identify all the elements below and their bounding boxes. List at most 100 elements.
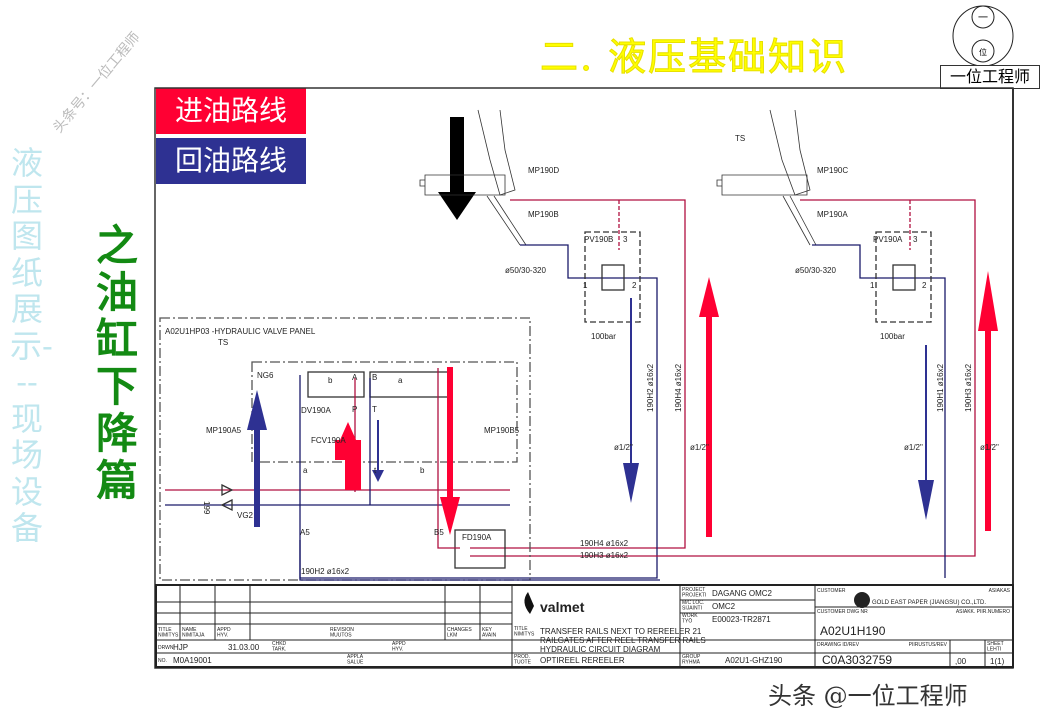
line-label: 190H4 ø16x2 — [580, 539, 629, 548]
line-label: 190H3 ø16x2 — [964, 363, 973, 412]
label: M/C LOC.SIJAINTI — [682, 600, 704, 612]
group: A02U1-GHZ190 — [725, 656, 783, 665]
logo-icon: 一 位 — [952, 5, 1014, 67]
label: TS — [735, 134, 745, 143]
title-line: HYDRAULIC CIRCUIT DIAGRAM — [540, 645, 661, 654]
sheet: 1(1) — [990, 657, 1005, 666]
label: PIIRUSTUS/REV — [909, 642, 948, 648]
brand-logo: valmet — [540, 599, 585, 615]
return-flow-arrow — [918, 345, 934, 520]
right-cylinder — [716, 109, 817, 246]
inlet-flow-arrow — [335, 422, 361, 490]
label: CUSTOMER DWG NR — [817, 609, 868, 615]
label: 3 — [913, 235, 918, 244]
label: 199 — [202, 501, 211, 515]
label: A — [352, 373, 358, 382]
valve-label: PV190B — [584, 235, 613, 244]
title-block — [155, 584, 1014, 668]
label: TS — [218, 338, 228, 347]
left-cylinder — [419, 109, 527, 246]
line-label: 190H3 ø16x2 — [580, 551, 629, 560]
mc-loc: OMC2 — [712, 602, 736, 611]
inlet-flow-arrow — [699, 277, 719, 537]
inlet-flow-arrow — [978, 271, 998, 531]
line-label: 190H1 ø16x2 — [936, 363, 945, 412]
return-flow-arrow — [247, 390, 267, 527]
label: MP190A5 — [206, 426, 242, 435]
customer-logo-icon — [854, 592, 870, 608]
drawing-id: C0A3032759 — [822, 653, 892, 667]
label: ø1/2" — [980, 443, 999, 452]
project: DAGANG OMC2 — [712, 589, 773, 598]
label: DRAWING ID/REV — [817, 642, 860, 648]
drawing-number: M0A19001 — [173, 656, 212, 665]
return-flow-arrow — [372, 420, 384, 482]
logo-top: 一 — [978, 13, 988, 24]
slide-title: 二. 液压基础知识 — [539, 35, 849, 80]
label: CUSTOMER — [817, 588, 846, 594]
label: MP190D — [528, 166, 559, 175]
panel-label: A02U1HP03 -HYDRAULIC VALVE PANEL — [165, 327, 316, 336]
title-line: RAILGATES AFTER REEL TRANSFER RAILS — [540, 636, 706, 645]
label: MP190B5 — [484, 426, 520, 435]
label: ø50/30-320 — [505, 266, 546, 275]
label: T — [372, 405, 377, 414]
legend-return-line: 回油路线 — [156, 138, 306, 184]
revision: ,00 — [955, 657, 967, 666]
label: ø1/2" — [614, 443, 633, 452]
label: ø1/2" — [904, 443, 923, 452]
label: MP190A — [817, 210, 848, 219]
label: B5 — [434, 528, 444, 537]
label: NG6 — [257, 371, 274, 380]
label: B — [372, 373, 377, 382]
label: MP190B — [528, 210, 559, 219]
side-title: 液压图纸展示---现场设备 — [10, 144, 53, 547]
valve-label: FCV190A — [311, 436, 346, 445]
label: P — [352, 405, 357, 414]
label: ASIAKAS — [989, 588, 1011, 594]
line-label: 190H2 ø16x2 — [646, 363, 655, 412]
valve-label: DV190A — [301, 406, 331, 415]
label: a — [303, 466, 308, 475]
work: E00023-TR2871 — [712, 615, 771, 624]
title-line: TRANSFER RAILS NEXT TO REREELER 21 — [540, 627, 702, 636]
load-down-arrow — [438, 117, 476, 220]
footer-watermark: 头条 @一位工程师 — [768, 682, 968, 710]
customer: GOLD EAST PAPER (JIANGSU) CO.,LTD. — [872, 600, 986, 606]
label: ø1/2" — [690, 443, 709, 452]
label: ø50/30-320 — [795, 266, 836, 275]
label: t — [374, 466, 377, 475]
return-flow-arrow — [623, 298, 639, 503]
customer-dwg: A02U1H190 — [820, 624, 886, 638]
logo-bottom: 位 — [979, 47, 987, 57]
label: 100bar — [591, 332, 616, 341]
label: MP190C — [817, 166, 848, 175]
drawn-by: HJP — [173, 643, 188, 652]
label: FD190A — [462, 533, 492, 542]
label: ASIAKK. PIIR.NUMERO — [956, 609, 1010, 615]
label: VG2 — [237, 511, 254, 520]
product: OPTIREEL REREELER — [540, 656, 625, 665]
valmet-logo-icon — [524, 592, 534, 614]
label: 100bar — [880, 332, 905, 341]
legend-inlet-line: 进油路线 — [156, 88, 306, 134]
label: 3 — [623, 235, 628, 244]
label: A5 — [300, 528, 310, 537]
label: PROD.TUOTE — [514, 654, 532, 666]
label: NO. — [158, 658, 167, 664]
valve-label: PV190A — [873, 235, 903, 244]
subtitle: 之油缸下降篇 — [96, 221, 139, 505]
line-label: 190H4 ø16x2 — [674, 363, 683, 412]
label: 2 — [922, 281, 927, 290]
label: 1 — [583, 281, 588, 290]
